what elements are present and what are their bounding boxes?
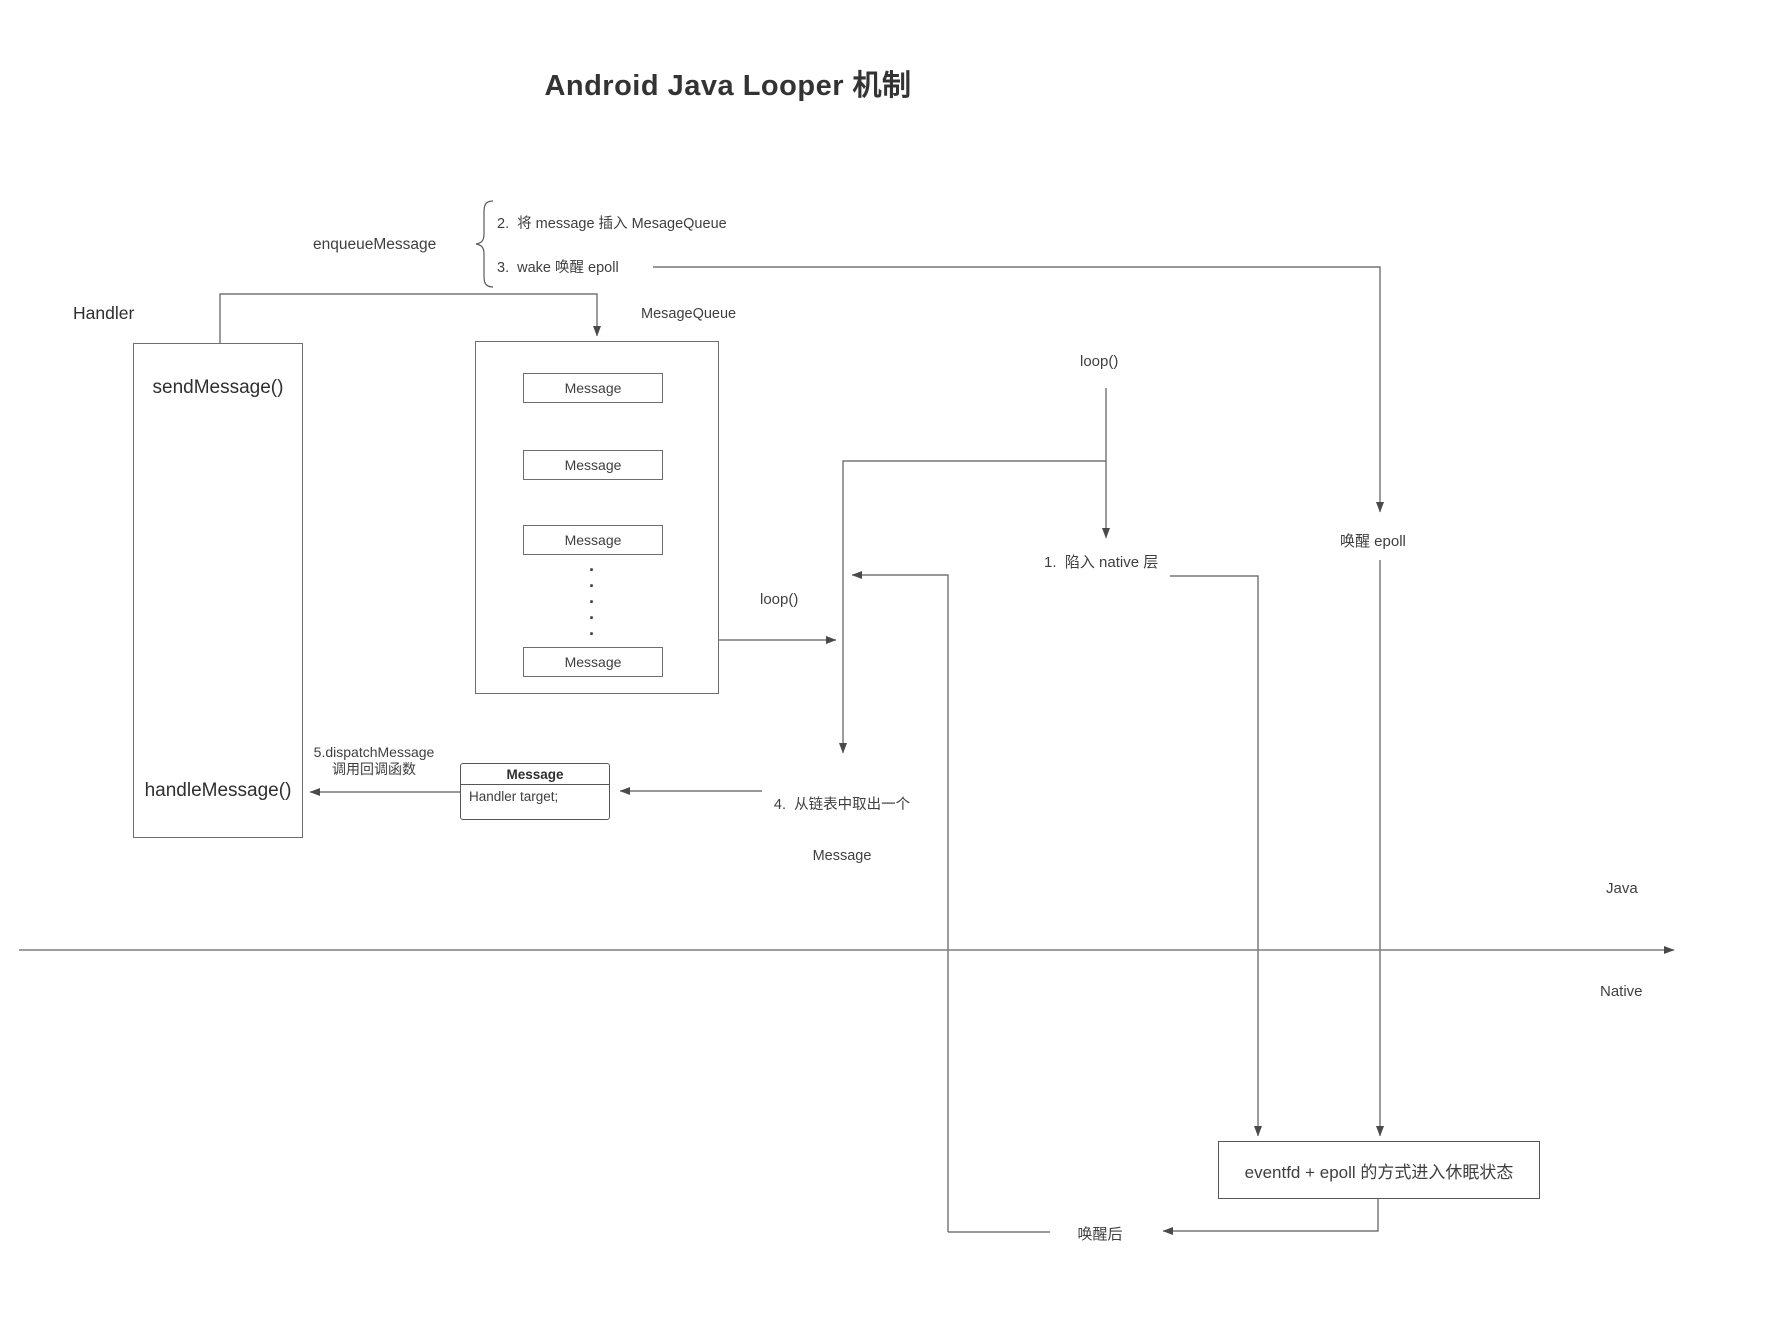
handler-box [133,343,303,838]
connector-sleep-to-after-wake [1162,1199,1378,1235]
after-wake-label: 唤醒后 [1077,1226,1123,1243]
connector-wake-return [851,571,948,1232]
loop-label-left: loop() [760,591,799,608]
handle-message-label: handleMessage() [144,780,292,801]
queue-message-item: Message [523,525,663,555]
step1-native-label: 1. 陷入 native 层 [1044,554,1159,571]
enqueue-message-label: enqueueMessage [313,236,437,253]
java-layer-label: Java [1606,880,1638,897]
connector-send-to-queue [220,294,601,360]
connector-native-to-sleep [1170,576,1262,1137]
queue-ellipsis: · · · · · [589,560,595,644]
message-detail-field: Handler target; [469,789,559,804]
step4-line1: 4. 从链表中取出一个 [773,797,911,813]
message-detail-header: Message [461,764,609,785]
queue-message-item: Message [523,647,663,677]
wake-epoll-label: 唤醒 epoll [1340,533,1406,550]
loop-label-top: loop() [1080,353,1119,370]
message-queue-label: MesageQueue [641,306,737,322]
connector-wake-epoll-upper [653,267,1384,513]
sleep-state-box: eventfd + epoll 的方式进入休眠状态 [1218,1141,1540,1199]
step5-line2: 调用回调函数 [332,761,416,777]
step5-line1: 5.dispatchMessage [313,744,435,760]
queue-message-item: Message [523,373,663,403]
queue-message-item: Message [523,450,663,480]
message-detail-box: Message Handler target; [460,763,610,820]
native-layer-label: Native [1600,983,1643,1000]
step4-line2: Message [812,848,872,864]
step5-label: 5.dispatchMessage 调用回调函数 [304,744,444,778]
enqueue-step3-label: 3. wake 唤醒 epoll [497,260,619,276]
step4-label: 4. 从链表中取出一个 Message [762,763,922,899]
page-title: Android Java Looper 机制 [544,70,912,102]
send-message-label: sendMessage() [152,377,284,398]
enqueue-step2-label: 2. 将 message 插入 MesageQueue [497,216,727,232]
enqueue-brace [476,201,493,287]
connector-loop-spine [839,461,1106,754]
handler-label: Handler [73,303,135,323]
